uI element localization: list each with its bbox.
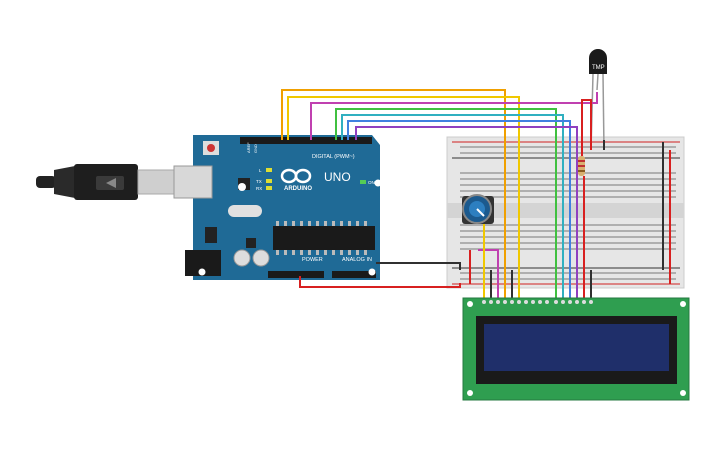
gnd-label: GND [253, 144, 258, 153]
board-model-text: UNO [324, 170, 351, 184]
l-led-label: L [259, 168, 262, 173]
tx-led-label: TX [256, 179, 262, 184]
aref-label: AREF [246, 142, 251, 153]
potentiometer [462, 194, 494, 224]
arduino-board: UNO ARDUINO DIGITAL (PWM~) POWER ANALOG … [173, 135, 382, 280]
brand-text: ARDUINO [284, 186, 312, 192]
analog-header-label: ANALOG IN [342, 257, 372, 263]
rx-led-label: RX [256, 186, 262, 191]
usb-cable [36, 164, 175, 200]
sensor-label: TMP [592, 65, 605, 71]
digital-header-label: DIGITAL (PWM~) [312, 154, 355, 160]
lcd-screen [484, 324, 669, 371]
wires [281, 89, 671, 300]
power-header-label: POWER [302, 257, 323, 263]
on-led-label: ON [368, 180, 375, 185]
resistor [578, 156, 585, 176]
lcd-display [462, 297, 690, 401]
